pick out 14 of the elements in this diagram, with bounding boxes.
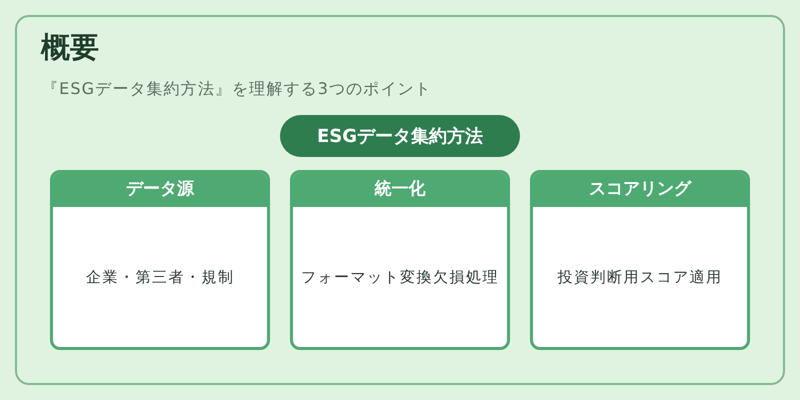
point-card <box>530 170 750 350</box>
card-description: フォーマット変換欠損処理 <box>301 267 499 288</box>
card-header: スコアリング <box>533 173 747 207</box>
panel-subtitle: 『ESGデータ集約方法』を理解する3つのポイント <box>42 78 432 100</box>
overview-panel <box>15 15 785 385</box>
point-card <box>290 170 510 350</box>
pill-label: ESGデータ集約方法 <box>316 124 484 148</box>
card-description: 投資判断用スコア適用 <box>558 267 722 288</box>
topic-pill <box>280 115 520 157</box>
point-card <box>50 170 270 350</box>
card-header: データ源 <box>53 173 267 207</box>
card-description: 企業・第三者・規制 <box>86 267 234 288</box>
card-header: 統一化 <box>293 173 507 207</box>
panel-heading: 概要 <box>41 29 99 66</box>
